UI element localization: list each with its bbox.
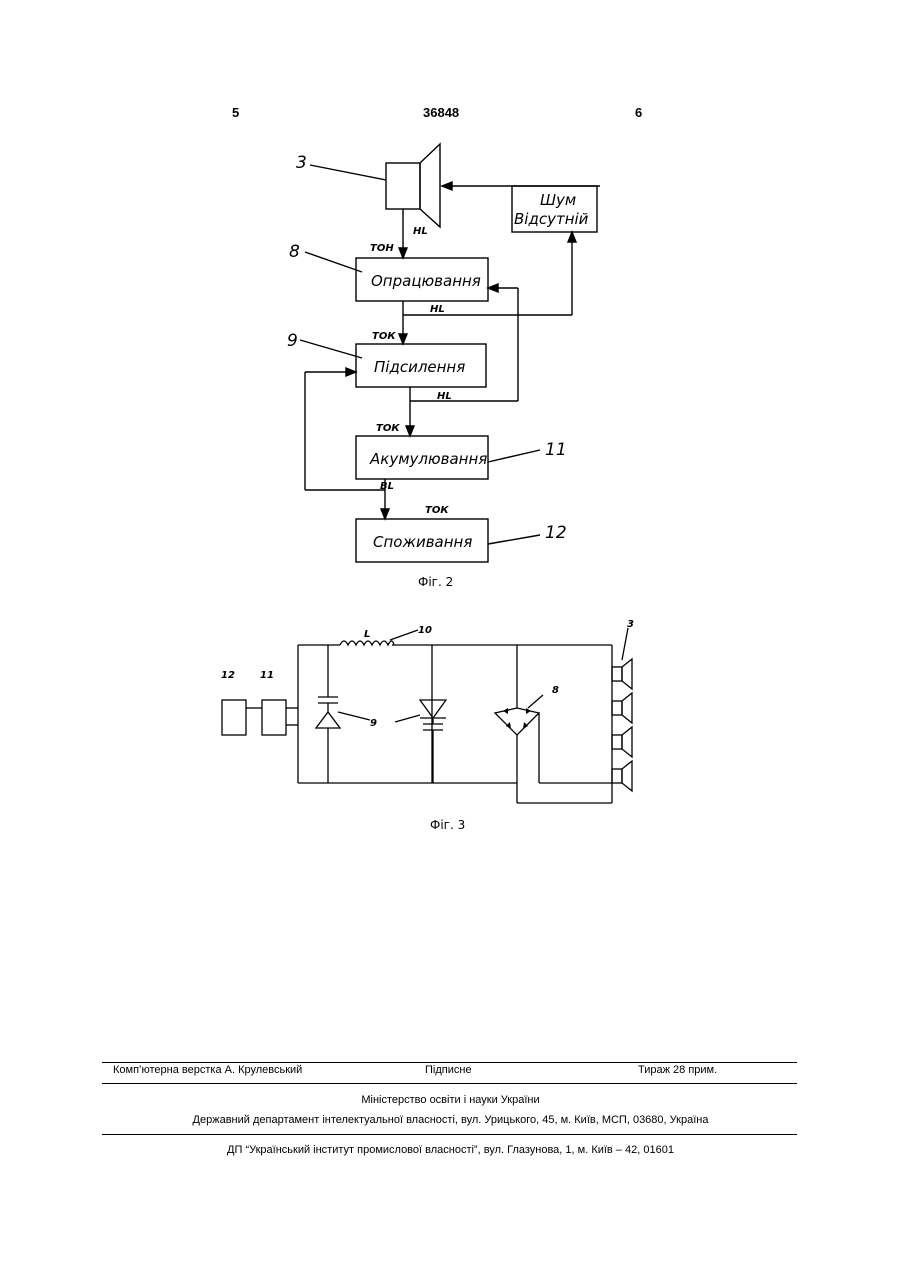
fig3-ref-10: 10	[418, 625, 432, 636]
circulation-note: Тираж 28 прим.	[638, 1064, 717, 1076]
fig3-ref-11: 11	[260, 670, 274, 681]
fig3-inductor-L: L	[364, 629, 370, 640]
signed-note: Підписне	[425, 1064, 472, 1076]
footer-rule-middle	[102, 1083, 797, 1084]
fig3-ref-8: 8	[552, 685, 559, 696]
block-12	[222, 700, 246, 735]
speaker-array	[612, 659, 632, 791]
fig3-ref-3: 3	[627, 619, 634, 630]
fig3-ref-12: 12	[221, 670, 235, 681]
ministry-line: Міністерство освіти і науки України	[0, 1094, 901, 1106]
footer-rule-bottom	[102, 1134, 797, 1135]
department-line: Державний департамент інтелектуальної вл…	[0, 1114, 901, 1126]
institute-line: ДП “Український інститут промислової вла…	[0, 1144, 901, 1156]
inductor-L	[340, 641, 394, 645]
diode-bridge	[495, 708, 539, 735]
right-zener	[420, 700, 446, 718]
block-11	[262, 700, 286, 735]
figure-3-caption: Фіг. 3	[430, 818, 465, 832]
left-zener	[316, 712, 340, 728]
figure-3-circuit: 12 11 L 10 9 8 3 Фіг. 3	[0, 0, 901, 840]
typesetting-credit: Комп’ютерна верстка А. Крулевський	[113, 1064, 302, 1076]
fig3-ref-9: 9	[370, 718, 377, 729]
footer-rule-top	[102, 1062, 797, 1063]
